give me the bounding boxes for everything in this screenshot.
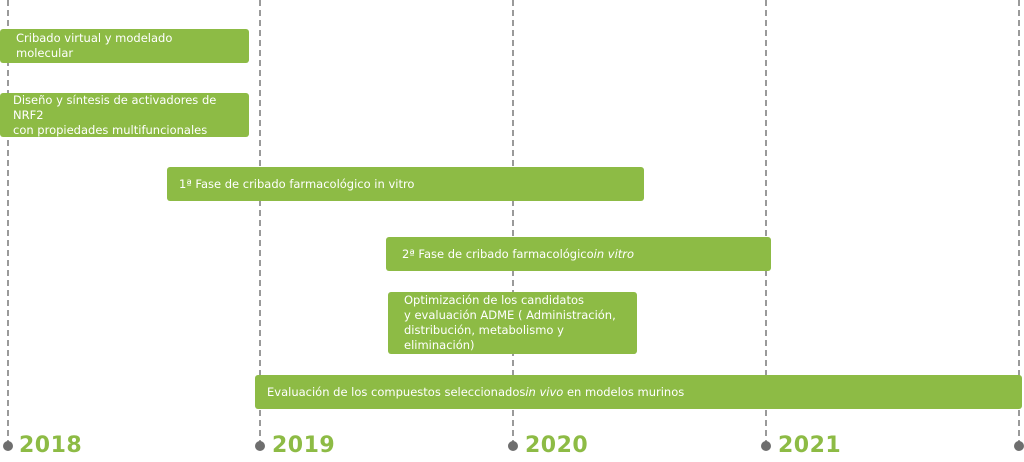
year-marker-dot bbox=[1014, 441, 1024, 451]
task-label: Diseño y síntesis de activadores de NRF2… bbox=[13, 92, 217, 137]
year-marker-dot bbox=[255, 441, 265, 451]
year-label-2021: 2021 bbox=[778, 433, 842, 458]
task-bar-virtual-screening: Cribado virtual y modelado molecular bbox=[0, 29, 249, 63]
task-label: Evaluación de los compuestos seleccionad… bbox=[267, 384, 526, 399]
year-gridline-2019 bbox=[259, 0, 261, 446]
task-label-italic: in vivo bbox=[525, 384, 564, 399]
year-gridline-2020 bbox=[512, 0, 514, 446]
task-label: Cribado virtual y modelado molecular bbox=[16, 31, 173, 60]
task-label: Optimización de los candidatos y evaluac… bbox=[404, 293, 616, 352]
year-marker-dot bbox=[3, 441, 13, 451]
year-gridline-2018 bbox=[7, 0, 9, 446]
task-bar-screening-phase-2: 2ª Fase de cribado farmacológico in vitr… bbox=[386, 237, 771, 271]
task-bar-in-vivo-evaluation: Evaluación de los compuestos seleccionad… bbox=[255, 375, 1022, 409]
year-label-2020: 2020 bbox=[525, 433, 589, 458]
year-marker-dot bbox=[508, 441, 518, 451]
task-label: 2ª Fase de cribado farmacológico bbox=[402, 246, 594, 261]
year-label-2019: 2019 bbox=[272, 433, 336, 458]
year-label-2018: 2018 bbox=[19, 433, 83, 458]
task-label: 1ª Fase de cribado farmacológico in vitr… bbox=[179, 176, 415, 191]
year-gridline-2022 bbox=[1018, 0, 1020, 446]
task-label-suffix: en modelos murinos bbox=[563, 384, 685, 399]
year-marker-dot bbox=[761, 441, 771, 451]
task-label-italic: in vitro bbox=[593, 246, 635, 261]
task-bar-screening-phase-1: 1ª Fase de cribado farmacológico in vitr… bbox=[167, 167, 644, 201]
year-gridline-2021 bbox=[765, 0, 767, 446]
task-bar-adme-optimization: Optimización de los candidatos y evaluac… bbox=[388, 292, 637, 354]
task-bar-nrf2-design: Diseño y síntesis de activadores de NRF2… bbox=[0, 93, 249, 137]
